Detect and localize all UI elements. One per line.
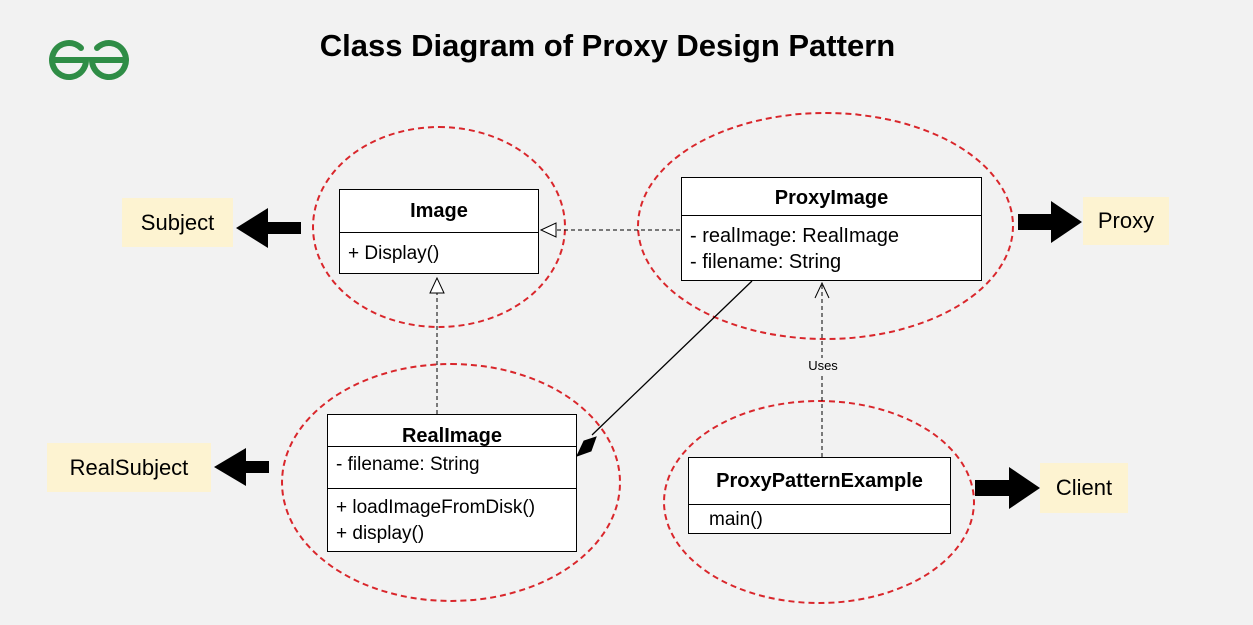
image-realization-arrowhead-2 <box>429 276 445 294</box>
composition-diamond <box>576 436 597 457</box>
diagram-title: Class Diagram of Proxy Design Pattern <box>319 28 896 63</box>
proxyimage-field: - filename: String <box>690 251 842 273</box>
client-role-arrow <box>975 467 1040 509</box>
image-realization-arrowhead <box>539 222 557 238</box>
image-methods: + Display() <box>340 233 538 267</box>
image-class-name: Image <box>340 190 538 233</box>
proxyimage-class-name: ProxyImage <box>682 178 981 216</box>
proxy-role-label: Proxy <box>1083 197 1169 245</box>
subject-role-arrow <box>236 208 301 248</box>
proxypatternexample-methods: main() <box>689 505 950 533</box>
client-ellipse <box>663 400 975 604</box>
real-subject-role-arrow <box>214 448 269 486</box>
realimage-methods: + loadImageFromDisk() + display() <box>328 489 576 547</box>
proxypatternexample-class-box[interactable]: ProxyPatternExample main() <box>688 457 951 534</box>
proxyimage-class-box[interactable]: ProxyImage - realImage: RealImage - file… <box>681 177 982 281</box>
composition-line <box>591 280 753 436</box>
image-method: + Display() <box>348 243 440 264</box>
proxy-ellipse <box>637 112 1014 340</box>
realimage-field: - filename: String <box>336 454 480 475</box>
subject-ellipse <box>312 126 566 328</box>
realimage-class-name: RealImage <box>328 415 576 447</box>
realimage-class-box[interactable]: RealImage - filename: String + loadImage… <box>327 414 577 552</box>
client-role-label: Client <box>1040 463 1128 513</box>
real-subject-ellipse <box>281 363 621 602</box>
proxypatternexample-method: main() <box>709 509 763 530</box>
proxypatternexample-class-name: ProxyPatternExample <box>689 458 950 505</box>
proxyimage-fields: - realImage: RealImage - filename: Strin… <box>682 216 981 275</box>
uses-label: Uses <box>800 358 846 373</box>
proxy-role-arrow <box>1018 201 1082 243</box>
realimage-method: + loadImageFromDisk() <box>336 497 536 518</box>
realimage-method: + display() <box>336 523 425 544</box>
realimage-fields: - filename: String <box>328 447 576 489</box>
geeksforgeeks-logo <box>49 40 129 81</box>
uses-open-arrowhead <box>814 281 830 299</box>
real-subject-role-label: RealSubject <box>47 443 211 492</box>
image-class-box[interactable]: Image + Display() <box>339 189 539 274</box>
proxyimage-field: - realImage: RealImage <box>690 225 899 247</box>
subject-role-label: Subject <box>122 198 233 247</box>
